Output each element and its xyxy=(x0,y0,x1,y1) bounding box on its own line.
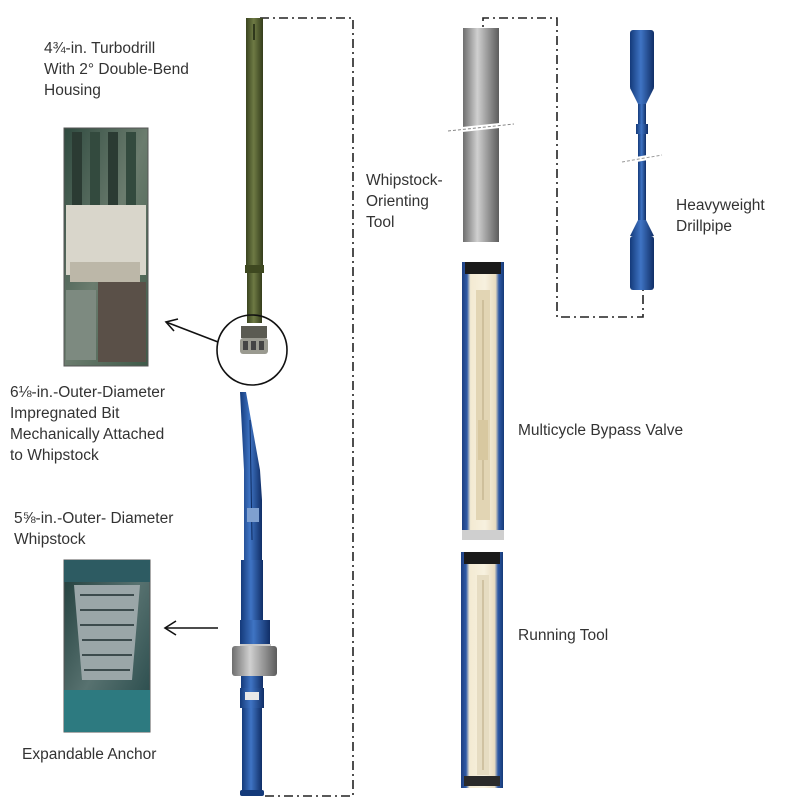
running-tool xyxy=(461,552,503,788)
bit-callout-arrow xyxy=(164,318,219,343)
bit-label-line3: Mechanically Attached xyxy=(10,426,165,443)
turbodrill-label: 4¾-in. Turbodrill With 2° Double-Bend Ho… xyxy=(44,38,189,101)
connector-line-left xyxy=(260,17,354,797)
multicycle-bypass-valve xyxy=(462,262,504,540)
bit-label: 6⅛-in.-Outer-Diameter Impregnated Bit Me… xyxy=(10,382,165,466)
orienting-tool-label-line1: Whipstock- xyxy=(366,172,443,189)
bit-callout-circle xyxy=(216,314,288,386)
turbodrill xyxy=(245,18,264,323)
running-tool-label-line1: Running Tool xyxy=(518,627,609,644)
heavyweight-drillpipe xyxy=(621,30,663,290)
turbodrill-label-line1: 4¾-in. Turbodrill xyxy=(44,40,156,57)
turbodrill-label-line3: Housing xyxy=(44,82,101,99)
drillpipe-label-line1: Heavyweight xyxy=(676,197,765,214)
drillpipe-label: Heavyweight Drillpipe xyxy=(676,195,765,237)
whipstock-label-line2: Whipstock xyxy=(14,531,86,548)
orienting-tool-label-line3: Tool xyxy=(366,214,395,231)
anchor-label-line1: Expandable Anchor xyxy=(22,746,157,763)
bit-label-line2: Impregnated Bit xyxy=(10,405,120,422)
anchor-label: Expandable Anchor xyxy=(22,744,156,765)
anchor-assembly xyxy=(232,560,277,796)
drillpipe-label-line2: Drillpipe xyxy=(676,218,732,235)
impregnated-bit xyxy=(240,326,268,354)
whipstock xyxy=(240,392,262,560)
anchor-callout-arrow xyxy=(163,620,218,636)
bypass-valve-label: Multicycle Bypass Valve xyxy=(518,420,683,441)
connector-line-right xyxy=(482,17,644,318)
bit-label-line1: 6⅛-in.-Outer-Diameter xyxy=(10,384,166,401)
turbodrill-label-line2: With 2° Double-Bend xyxy=(44,61,189,78)
running-tool-label: Running Tool xyxy=(518,625,608,646)
whipstock-label: 5⅝-in.-Outer- Diameter Whipstock xyxy=(14,508,173,550)
whipstock-label-line1: 5⅝-in.-Outer- Diameter xyxy=(14,510,174,527)
orienting-tool-label: Whipstock- Orienting Tool xyxy=(366,170,443,233)
orienting-tool-label-line2: Orienting xyxy=(366,193,429,210)
whipstock-orienting-tool xyxy=(447,28,515,242)
bypass-valve-label-line1: Multicycle Bypass Valve xyxy=(518,422,684,439)
bit-closeup-photo xyxy=(63,127,149,367)
anchor-closeup-photo xyxy=(63,559,151,733)
bit-label-line4: to Whipstock xyxy=(10,447,99,464)
